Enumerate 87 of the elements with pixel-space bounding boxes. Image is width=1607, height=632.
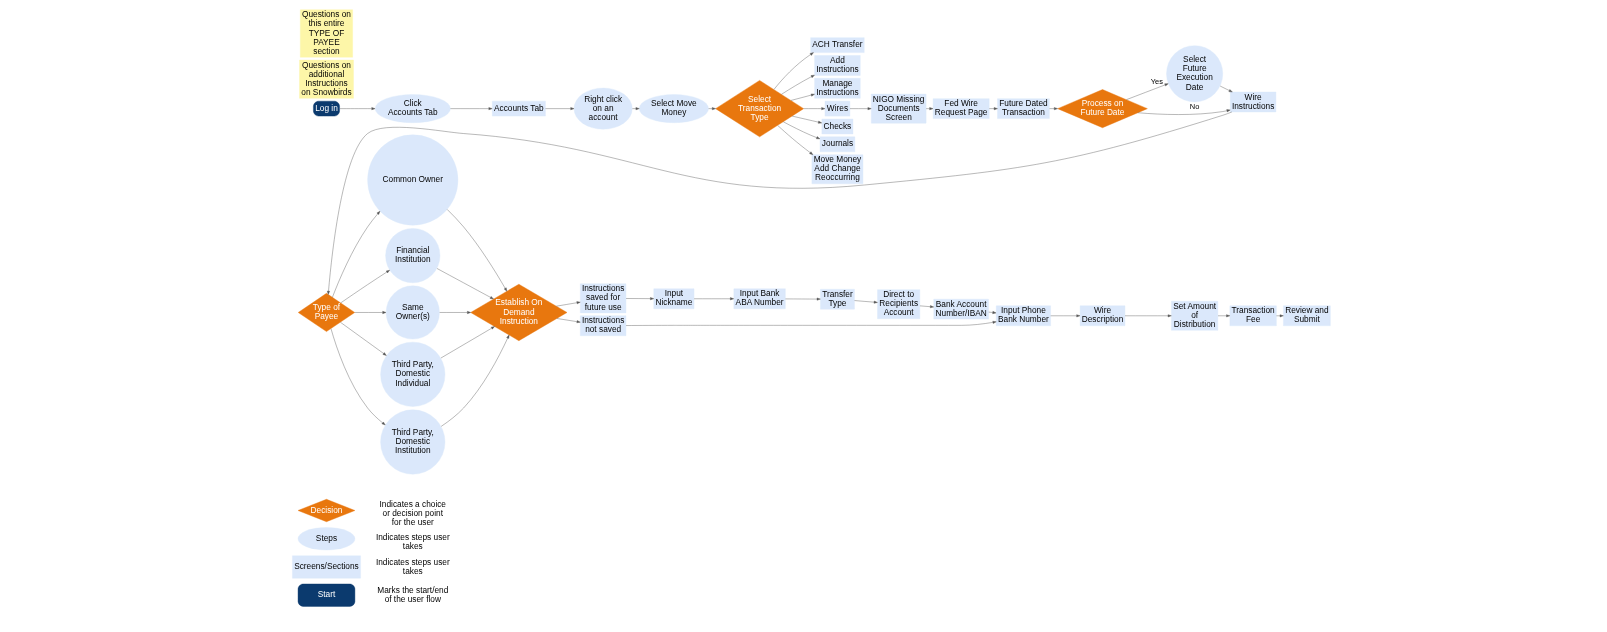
node-box: Set Amount of Distribution <box>1171 301 1219 331</box>
arrow <box>693 297 734 301</box>
arrow <box>989 107 998 110</box>
node-box: Review and Submit <box>1283 305 1331 326</box>
arrow <box>1050 314 1081 318</box>
node-box: Journals <box>819 136 856 152</box>
arrow <box>450 107 493 110</box>
arrow <box>1049 107 1058 110</box>
node-box: Bank Account Number/IBAN <box>933 299 989 320</box>
arrow <box>632 107 640 110</box>
node-box: Instructions saved for future use <box>580 283 627 314</box>
arrow <box>785 297 821 301</box>
node-box: Add Instructions <box>814 55 861 76</box>
arrow <box>1219 85 1233 93</box>
arrow <box>436 268 494 300</box>
node-box: Log in <box>313 100 340 117</box>
node-box: Direct to Recipients Account <box>877 289 921 319</box>
arrow <box>327 111 1233 295</box>
arrow <box>340 270 390 304</box>
node-box: Questions on additional Instructions on Snowbirds <box>299 59 354 99</box>
arrow <box>340 322 387 356</box>
arrow <box>1217 314 1231 318</box>
node-box: Screens/Sections <box>292 555 361 579</box>
node-circle: Same Owner(s) <box>385 285 440 340</box>
arrow <box>708 107 716 110</box>
arrow <box>545 107 575 110</box>
arrow <box>332 211 381 298</box>
arrow <box>790 93 815 101</box>
arrow <box>783 121 821 139</box>
arrow <box>439 311 471 314</box>
arrow <box>440 326 495 359</box>
arrow <box>1137 109 1231 115</box>
node-ellipse: Select Move Money <box>639 94 709 123</box>
arrow <box>1276 314 1284 318</box>
arrow <box>854 300 878 304</box>
node-diamond: Type of Payee <box>298 293 355 332</box>
node-box: NIGO Missing Documents Screen <box>871 93 927 124</box>
node-ellipse: Right click on an account <box>573 87 633 130</box>
arrow <box>339 107 376 110</box>
node-label: Indicates steps user takes <box>375 531 450 552</box>
node-diamond: Decision <box>297 499 356 522</box>
arrow <box>625 297 654 300</box>
arrow <box>777 125 814 155</box>
node-diamond: Select Transaction Type <box>715 80 804 138</box>
node-box: Wires <box>824 100 851 117</box>
arrow <box>773 52 814 90</box>
node-ellipse: Click Accounts Tab <box>375 94 451 123</box>
node-box: Input Nickname <box>653 288 695 309</box>
arrow <box>447 209 508 292</box>
edge-label: No <box>1189 102 1200 112</box>
arrow <box>988 311 997 314</box>
node-label: Marks the start/end of the user flow <box>377 584 449 604</box>
arrow <box>803 107 826 110</box>
node-box: Instructions not saved <box>580 315 627 336</box>
node-label: Indicates steps user takes <box>375 557 450 577</box>
node-ellipse: Steps <box>297 527 356 551</box>
arrow <box>440 334 510 427</box>
node-box: Questions on this entire TYPE OF PAYEE section <box>300 9 353 58</box>
node-box: Checks <box>821 118 854 135</box>
arrow <box>849 107 872 110</box>
node-box: Fed Wire Request Page <box>932 98 990 119</box>
node-box: Accounts Tab <box>492 100 546 117</box>
arrow <box>330 328 386 426</box>
node-box: Input Bank ABA Number <box>733 288 786 309</box>
node-box: Input Phone Bank Number <box>996 305 1051 326</box>
arrow <box>791 115 822 124</box>
node-box: Future Dated Transaction <box>997 98 1050 119</box>
node-diamond: Process on Future Date <box>1057 89 1148 128</box>
node-box: Transaction Fee <box>1229 305 1277 326</box>
arrow <box>925 107 934 110</box>
node-box: Start <box>297 583 356 607</box>
arrow <box>556 318 581 323</box>
arrow <box>781 74 815 95</box>
arrow <box>919 305 934 309</box>
node-label: Indicates a choice or decision point for the user <box>379 498 446 528</box>
node-box: Wire Description <box>1079 305 1126 326</box>
node-box: ACH Transfer <box>810 37 865 53</box>
node-box: Move Money Add Change Reoccurring <box>811 154 864 184</box>
arrow <box>625 321 997 326</box>
node-box-text: Transfer Type <box>820 289 855 310</box>
arrow <box>1126 83 1169 100</box>
node-circle: Common Owner <box>367 134 459 226</box>
node-box: Manage Instructions <box>814 78 861 99</box>
arrow <box>354 311 387 314</box>
edge-label: Yes <box>1150 76 1163 86</box>
arrow <box>1124 314 1172 318</box>
arrow <box>556 301 581 307</box>
